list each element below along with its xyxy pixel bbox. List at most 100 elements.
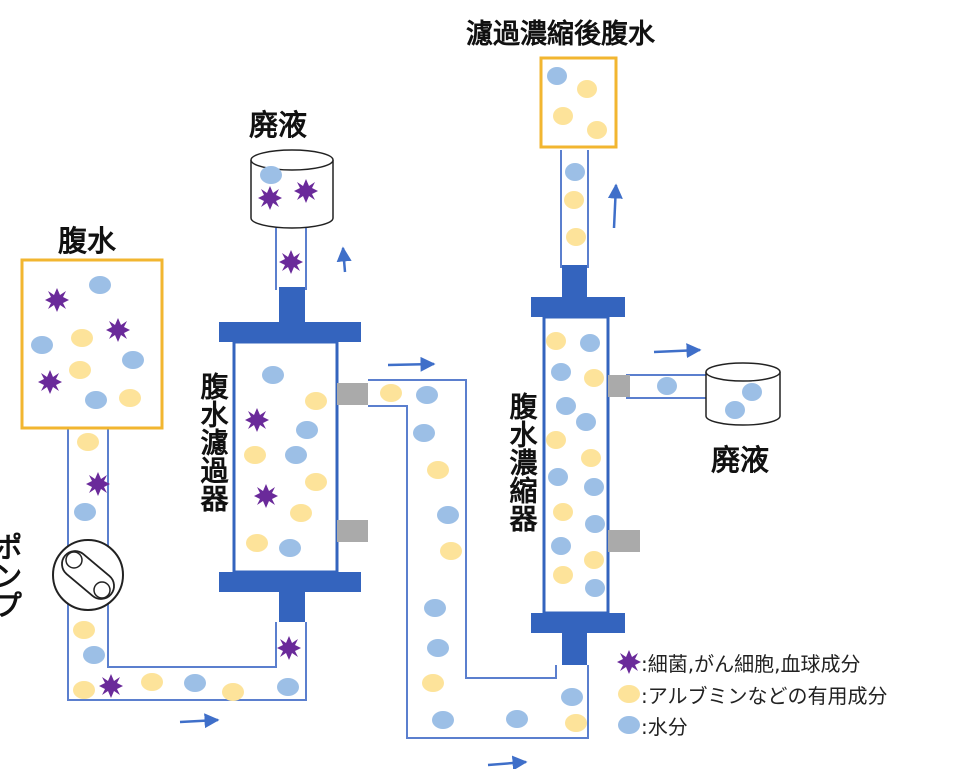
water-particle (89, 276, 111, 294)
legend-albumin-icon (618, 685, 640, 703)
water-particle (580, 334, 600, 352)
albumin-particle (427, 461, 449, 479)
waste-container-top (250, 149, 334, 229)
legend-albumin-text: :アルブミンなどの有用成分 (641, 684, 888, 708)
water-particle (437, 506, 459, 524)
water-particle (576, 413, 596, 431)
ascites-label: 腹水 (58, 224, 117, 258)
albumin-particle (587, 121, 607, 139)
flow-arrow-transfer (387, 356, 436, 372)
albumin-particle (577, 80, 597, 98)
filter-side-port-upper (337, 383, 368, 405)
albumin-particle (73, 621, 95, 639)
water-particle (565, 163, 585, 181)
bacteria-particle (245, 408, 269, 432)
albumin-particle (553, 566, 573, 584)
concentrator-side-port-upper (608, 375, 630, 397)
concentrator-body (542, 315, 610, 615)
flow-arrow-right-waste (653, 343, 702, 359)
filter-side-port-lower (337, 520, 368, 542)
bacteria-particle (279, 250, 303, 274)
water-particle (585, 515, 605, 533)
concentrator-side-port-lower (608, 530, 640, 552)
albumin-particle (440, 542, 462, 560)
waste-top-label: 廃液 (249, 108, 307, 142)
transfer-tube-outer (368, 379, 557, 679)
bacteria-particle (277, 636, 301, 660)
waste-right-label: 廃液 (711, 443, 769, 477)
water-particle (432, 711, 454, 729)
water-particle (551, 363, 571, 381)
albumin-particle (69, 361, 91, 379)
pump-label: ポンプ (0, 532, 23, 619)
water-particle (742, 383, 762, 401)
water-particle (413, 424, 435, 442)
particles (31, 67, 762, 732)
albumin-particle (546, 431, 566, 449)
albumin-particle (119, 389, 141, 407)
flow-arrow-product-up (607, 183, 623, 229)
albumin-particle (422, 674, 444, 692)
transfer-tube-inner (368, 405, 589, 739)
bacteria-particle (254, 484, 278, 508)
albumin-particle (546, 332, 566, 350)
water-particle (548, 468, 568, 486)
concentrated-label: 濾過濃縮後腹水 (466, 18, 656, 50)
filter-top-nozzle (279, 287, 305, 322)
water-particle (584, 478, 604, 496)
water-particle (184, 674, 206, 692)
albumin-particle (77, 433, 99, 451)
albumin-particle (71, 329, 93, 347)
legend-bacteria-icon (617, 650, 641, 674)
flow-arrows (179, 183, 702, 769)
albumin-particle (305, 392, 327, 410)
water-particle (506, 710, 528, 728)
filter-bottom-nozzle (279, 592, 305, 622)
concentrator-label: 腹水濃縮器 (506, 391, 539, 533)
water-particle (74, 503, 96, 521)
bacteria-particle (294, 179, 318, 203)
bacteria-particle (86, 472, 110, 496)
bacteria-particle (106, 318, 130, 342)
water-particle (551, 537, 571, 555)
water-particle (725, 401, 745, 419)
legend-bacteria-text: :細菌,がん細胞,血球成分 (641, 652, 860, 676)
water-particle (122, 351, 144, 369)
bacteria-particle (45, 288, 69, 312)
filter-bottom-cap (219, 572, 361, 592)
water-particle (285, 446, 307, 464)
albumin-particle (246, 534, 268, 552)
albumin-particle (305, 473, 327, 491)
water-particle (83, 646, 105, 664)
concentrator-top-cap (531, 297, 625, 317)
water-particle (279, 539, 301, 557)
flow-arrow-bottom-left (179, 713, 220, 729)
filter-top-cap (219, 322, 361, 342)
water-particle (585, 579, 605, 597)
albumin-particle (244, 446, 266, 464)
filter-label: 腹水濾過器 (197, 371, 230, 513)
albumin-particle (584, 369, 604, 387)
albumin-particle (581, 449, 601, 467)
pump (52, 539, 124, 611)
albumin-particle (553, 107, 573, 125)
water-particle (260, 166, 282, 184)
albumin-particle (553, 503, 573, 521)
waste-container-right (705, 362, 781, 426)
albumin-particle (565, 714, 587, 732)
concentrator-bottom-cap (531, 613, 625, 633)
flow-arrow-bottom-center (487, 755, 528, 769)
concentrator-bottom-nozzle (562, 633, 587, 665)
albumin-particle (222, 683, 244, 701)
bacteria-particle (38, 370, 62, 394)
water-particle (424, 599, 446, 617)
albumin-particle (564, 191, 584, 209)
albumin-particle (380, 384, 402, 402)
legend: :細菌,がん細胞,血球成分 :アルブミンなどの有用成分 :水分 (617, 650, 888, 739)
concentrator-top-nozzle (562, 265, 587, 297)
bacteria-particle (258, 186, 282, 210)
water-particle (556, 397, 576, 415)
albumin-particle (73, 681, 95, 699)
albumin-particle (566, 228, 586, 246)
